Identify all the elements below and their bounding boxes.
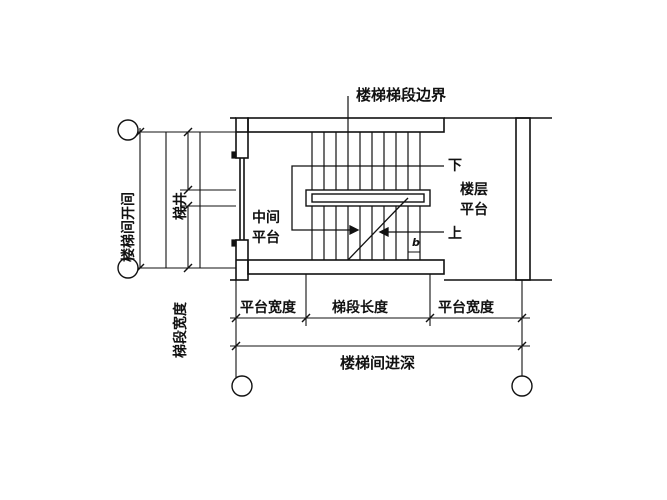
axis-bubbles bbox=[117, 119, 533, 397]
direction-arrows bbox=[291, 165, 444, 261]
stair-well-label: 梯井 bbox=[172, 192, 189, 220]
axis-bubble-bottom-right bbox=[511, 375, 533, 397]
break-line bbox=[347, 205, 401, 261]
down-label: 下 bbox=[448, 158, 462, 174]
walls bbox=[230, 117, 552, 281]
flight-width-label: 梯段宽度 bbox=[172, 301, 189, 358]
axis-bubble-bottom-left bbox=[231, 375, 253, 397]
down-arrow-line bbox=[291, 165, 444, 231]
landing-width-right-label: 平台宽度 bbox=[438, 299, 495, 316]
floor-landing-label-line2: 平台 bbox=[460, 201, 488, 218]
right-wall bbox=[515, 117, 531, 281]
lower-flight-treads bbox=[311, 206, 421, 260]
down-arrowhead bbox=[349, 224, 360, 236]
axis-bubble-left-top bbox=[117, 119, 139, 141]
top-wall bbox=[247, 117, 445, 133]
flight-boundary-label: 楼梯梯段边界 bbox=[356, 86, 446, 104]
landing-width-left-label: 平台宽度 bbox=[240, 299, 297, 316]
axis-bubble-left-bottom bbox=[117, 257, 139, 279]
left-dimensions bbox=[128, 128, 236, 269]
up-arrowhead bbox=[378, 226, 389, 238]
middle-landing-label-line2: 平台 bbox=[252, 229, 280, 246]
upper-flight-treads bbox=[311, 132, 421, 190]
bottom-wall bbox=[247, 259, 445, 275]
handrail bbox=[305, 189, 431, 207]
floor-landing-label-line1: 楼层 bbox=[460, 181, 488, 198]
tread-label: b bbox=[412, 236, 420, 249]
left-wall-upper bbox=[235, 117, 249, 159]
up-label: 上 bbox=[448, 226, 462, 242]
tread-dimension bbox=[407, 248, 421, 256]
stairwell-depth-label: 楼梯间进深 bbox=[340, 354, 415, 372]
flight-length-label: 梯段长度 bbox=[332, 299, 389, 316]
wall-corner-marks bbox=[231, 151, 237, 247]
stairwell-bay-label: 楼梯间开间 bbox=[120, 192, 137, 262]
bottom-dimension-ticks bbox=[231, 313, 527, 351]
middle-landing-label-line1: 中间 bbox=[252, 209, 280, 226]
